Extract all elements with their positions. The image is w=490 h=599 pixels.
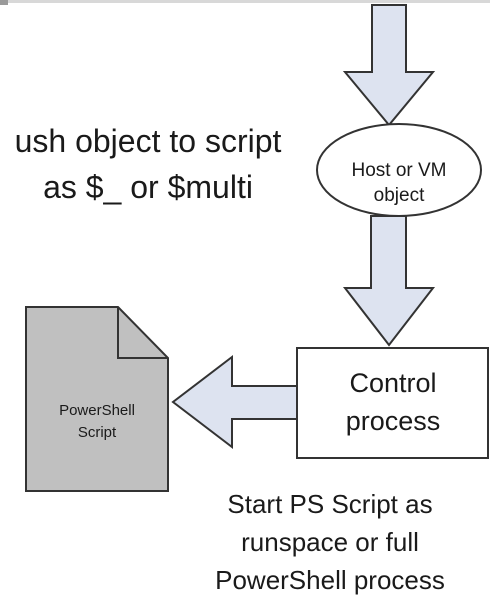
start-label-line2: runspace or full: [241, 527, 419, 557]
control-process-label: Control process: [298, 364, 488, 440]
push-object-label: ush object to script as $_ or $multi: [0, 118, 318, 210]
host-label-line1: Host or VM: [351, 160, 447, 181]
start-script-label: Start PS Script as runspace or full Powe…: [180, 485, 480, 599]
push-label-line2: as $_ or $multi: [43, 169, 253, 205]
host-object-label: Host or VM object: [316, 158, 482, 208]
powershell-script-label: PowerShell Script: [28, 400, 166, 444]
script-label-line1: PowerShell: [59, 402, 135, 419]
corner-mark: [0, 0, 8, 5]
script-label-line2: Script: [77, 424, 117, 441]
control-label-line1: Control: [349, 368, 437, 398]
start-label-line3: PowerShell process: [215, 565, 445, 595]
control-label-line2: process: [345, 406, 441, 436]
down-arrow-middle: [342, 215, 436, 347]
left-arrow: [171, 354, 298, 450]
host-label-line2: object: [373, 185, 425, 206]
document-fold-corner: [117, 307, 168, 359]
control-process-box: [296, 347, 489, 459]
top-edge: [0, 0, 490, 3]
down-arrow-top: [342, 4, 436, 127]
push-label-line1: ush object to script: [14, 123, 282, 159]
powershell-document-shape: [25, 306, 169, 492]
start-label-line1: Start PS Script as: [227, 489, 433, 519]
